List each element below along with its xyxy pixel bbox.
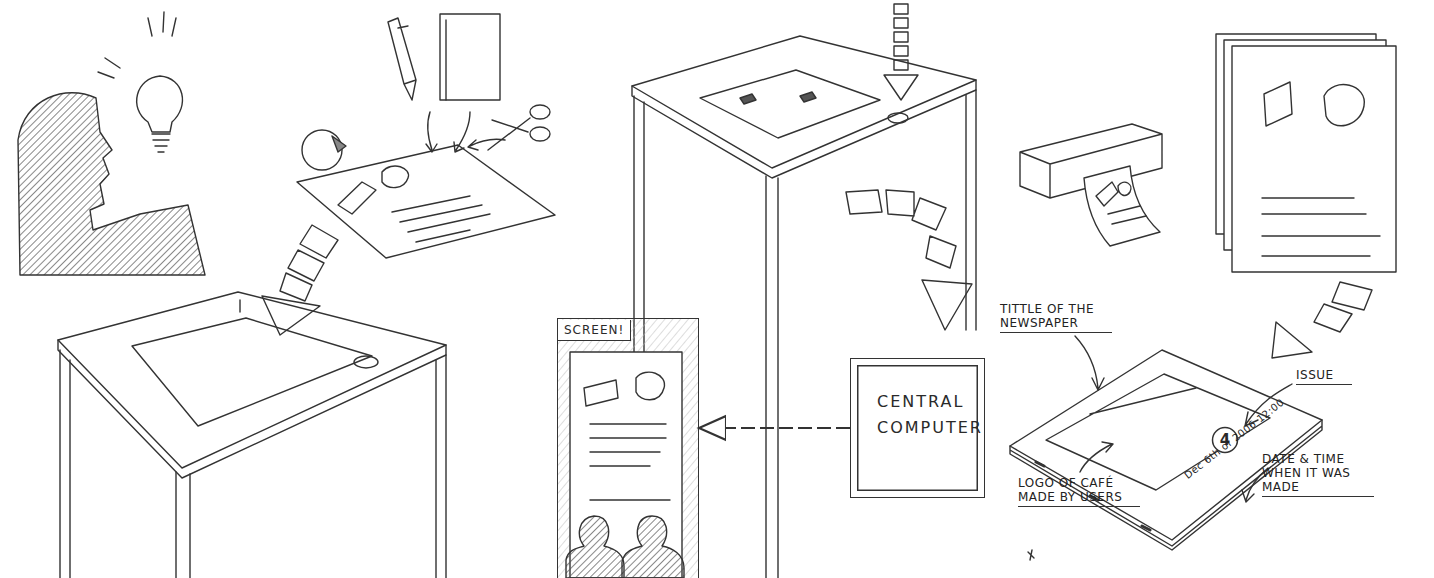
table-edge [58, 340, 446, 478]
leader-line [1080, 442, 1113, 472]
upload-arrow [884, 4, 918, 100]
person-silhouette [18, 93, 205, 275]
flow-arrow [846, 190, 972, 330]
page-lines [590, 424, 670, 500]
table-legs [60, 300, 446, 578]
callout-text: TITTLE OF THE NEWSPAPER [1000, 302, 1112, 333]
tape-roll [302, 130, 342, 170]
scissors-handle [530, 105, 550, 119]
blank-paper [440, 14, 500, 100]
table-top [58, 292, 446, 468]
flow-arrow [262, 225, 338, 335]
stack-picture [1264, 82, 1292, 126]
callout-text: DATE & TIME WHEN IT WAS MADE [1262, 452, 1374, 497]
screen-frame: SCREEN! [557, 318, 699, 578]
table-button [354, 356, 378, 368]
scissors [488, 118, 530, 150]
viewer-silhouette [622, 516, 684, 578]
page-picture [584, 380, 618, 406]
callout-text: ISSUE [1296, 368, 1352, 385]
collage-sheet [297, 145, 555, 258]
small-arrow [426, 112, 437, 152]
printed-sheet [1084, 166, 1160, 246]
newspaper [1010, 350, 1322, 540]
sheet-blob [382, 166, 409, 188]
paper-stack [1232, 46, 1396, 272]
lightbulb [137, 76, 183, 132]
table-screen [132, 318, 372, 426]
viewer-silhouette [566, 516, 624, 578]
tape-mark [740, 92, 816, 104]
stack-blob [1324, 85, 1364, 126]
stack-lines [1262, 198, 1380, 256]
leader-line [1075, 336, 1104, 390]
screen-backdrop [557, 318, 699, 578]
tape-end [332, 136, 346, 152]
paper-edge [445, 20, 446, 100]
screen-label: SCREEN! [558, 320, 631, 341]
stray-mark [1028, 550, 1034, 560]
table-screen [700, 70, 880, 138]
computer-box: CENTRAL COMPUTER [850, 358, 985, 498]
flow-connector [699, 427, 850, 429]
lightbulb-base [152, 134, 170, 152]
table-top [632, 36, 976, 168]
pencil [388, 18, 416, 100]
flow-arrow [1272, 282, 1372, 358]
table-button [888, 113, 908, 123]
sheet-picture [338, 182, 376, 214]
callout-text: LOGO OF CAFÉ MADE BY USERS [1018, 476, 1140, 507]
light-rays [98, 12, 176, 78]
printed-picture [1096, 182, 1146, 224]
page-blob [636, 372, 664, 400]
scissors-handle [530, 127, 550, 141]
box-label: CENTRAL COMPUTER [877, 389, 976, 441]
small-arrow [468, 139, 505, 150]
sheet-lines [392, 196, 490, 242]
